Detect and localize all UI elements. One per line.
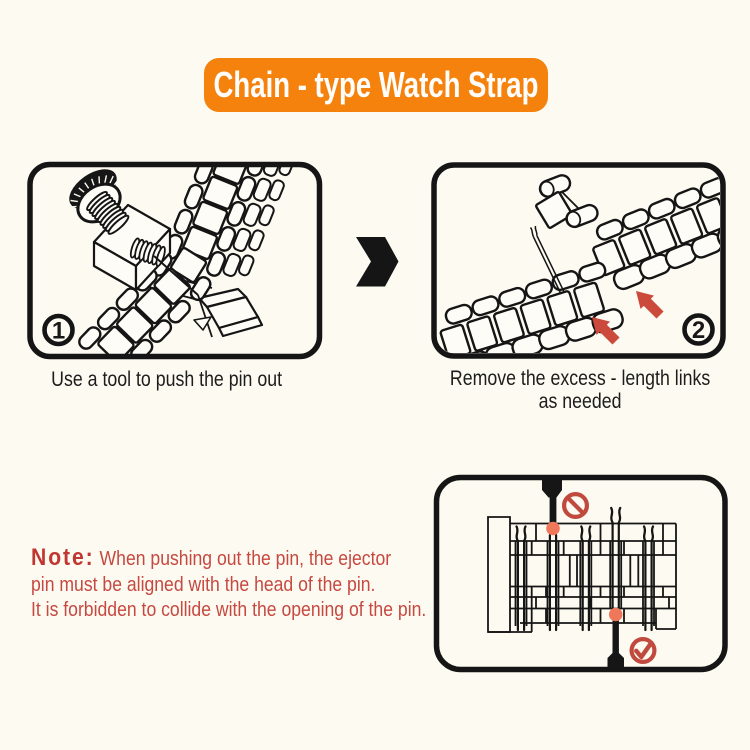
svg-text:2: 2	[692, 317, 705, 344]
svg-text:1: 1	[52, 318, 65, 345]
